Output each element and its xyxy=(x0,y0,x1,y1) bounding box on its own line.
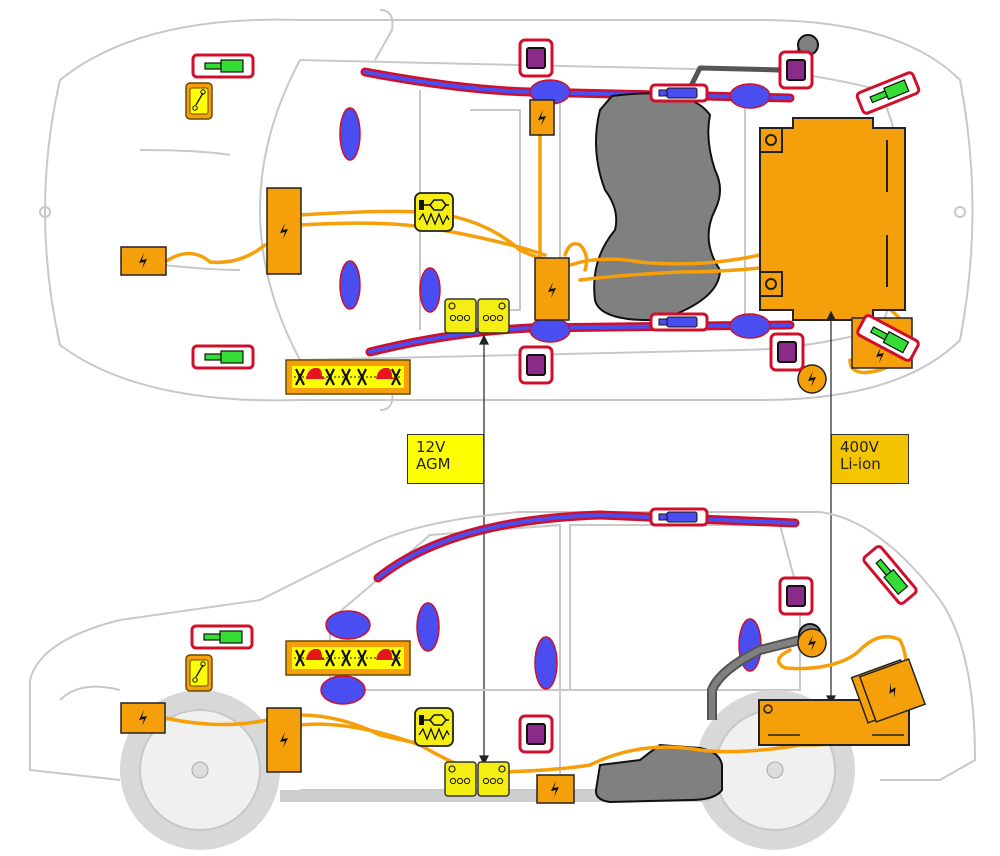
knee-airbag xyxy=(419,267,441,313)
fuel-tank-side xyxy=(594,743,723,804)
belt-pretensioner-unit xyxy=(778,50,814,90)
callout-400v-liion: 400V Li-ion xyxy=(831,434,909,484)
tensioner-spring-icon xyxy=(414,707,454,747)
fuel-tank-top xyxy=(593,92,722,322)
rescue-cut-strip-top xyxy=(284,358,412,396)
hv-battery-top xyxy=(759,117,906,321)
side-airbag xyxy=(534,636,558,690)
belt-pretensioner-unit xyxy=(518,345,554,385)
gas-strut-hood-right xyxy=(191,344,255,370)
hv-component-underfloor-side xyxy=(536,774,575,804)
front-airbag-driver xyxy=(339,107,361,161)
side-view xyxy=(29,507,977,850)
fuse-icon xyxy=(185,82,213,120)
callout-12v-agm: 12V AGM xyxy=(407,434,484,484)
curtain-gas-generator xyxy=(649,312,709,332)
tensioner-spring-icon xyxy=(414,192,454,232)
hv-charge-port-side xyxy=(797,628,827,658)
hv-component-front-charger-side xyxy=(120,702,166,734)
belt-pretensioner-unit xyxy=(518,38,554,78)
hv-component-front-inverter-side xyxy=(266,707,302,773)
belt-pretensioner-unit xyxy=(769,332,805,372)
hv-component-front-charger xyxy=(120,246,167,276)
side-airbag xyxy=(529,317,571,343)
hv-component-rear-charger-side xyxy=(850,658,927,724)
curtain-gas-generator xyxy=(649,507,709,527)
hv-component-front-inverter xyxy=(266,187,302,275)
callout-400v-line2: Li-ion xyxy=(840,455,881,473)
knee-airbag xyxy=(339,260,361,310)
belt-pretensioner-unit xyxy=(518,714,554,754)
hv-charge-port-top xyxy=(797,364,827,394)
gas-strut-hood-side xyxy=(190,624,254,650)
gas-strut-tailgate-side xyxy=(860,543,920,607)
rescue-cut-strip-side xyxy=(284,639,412,677)
side-airbag xyxy=(325,610,371,640)
callout-400v-line1: 400V xyxy=(840,438,879,456)
belt-pretensioner-unit xyxy=(778,576,814,616)
gas-strut-hood-left xyxy=(191,53,255,79)
fuse-icon xyxy=(185,654,213,692)
side-airbag xyxy=(729,83,771,109)
curtain-gas-generator xyxy=(649,83,709,103)
hv-component-center xyxy=(534,257,570,321)
hv-component-dcdc-small xyxy=(529,99,555,136)
side-airbag xyxy=(729,313,771,339)
knee-airbag xyxy=(320,675,366,705)
callout-12v-line1: 12V xyxy=(416,438,446,456)
side-airbag xyxy=(416,602,440,652)
top-view xyxy=(39,9,974,411)
callout-12v-line2: AGM xyxy=(416,455,451,473)
